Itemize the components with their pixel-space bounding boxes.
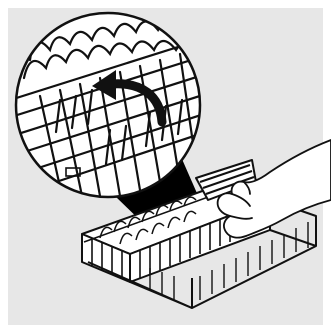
zoom-circle-border <box>14 11 202 199</box>
hand <box>216 139 331 239</box>
zoom-detail <box>16 20 200 197</box>
rack-lower-wires <box>149 222 309 300</box>
curved-arrow-icon <box>92 70 167 127</box>
